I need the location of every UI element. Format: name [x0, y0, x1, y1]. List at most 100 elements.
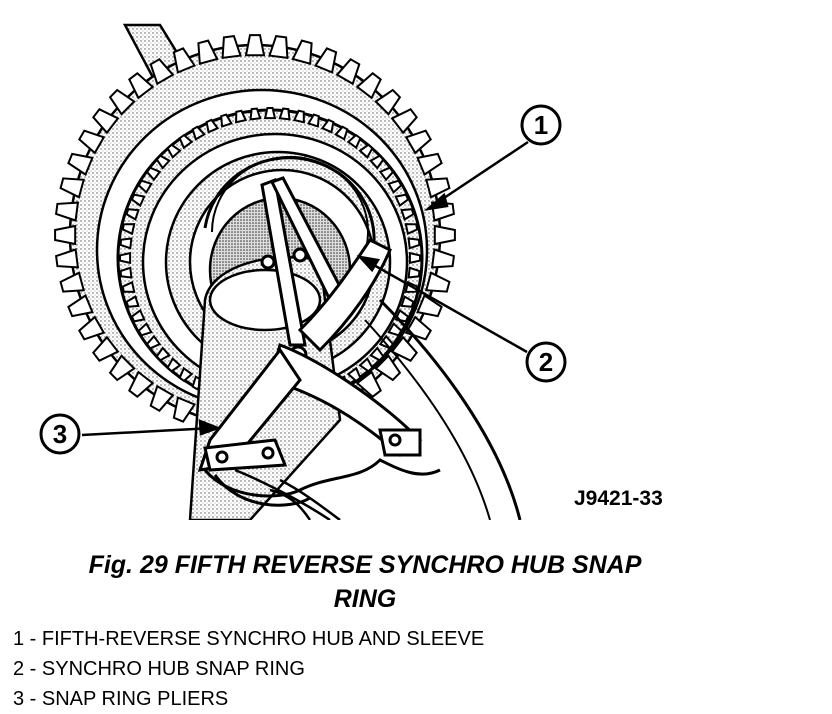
gear-tooth — [145, 334, 162, 350]
snap-ring-pliers — [197, 176, 441, 507]
gear-tooth — [155, 346, 171, 362]
gear-tooth — [78, 129, 106, 155]
gear-tooth — [130, 308, 146, 323]
gear-tooth — [335, 58, 361, 86]
gear-tooth — [394, 193, 410, 208]
gear-tooth — [378, 166, 395, 182]
gear-tooth — [166, 357, 182, 373]
gear-tooth — [358, 143, 374, 159]
callout-2-circle — [525, 341, 567, 383]
gear-tooth — [407, 266, 421, 279]
gear-tooth — [408, 251, 421, 265]
figure-id-label: J9421-33 — [574, 487, 663, 510]
gear-tooth — [425, 177, 451, 199]
callout-2-number: 2 — [539, 347, 553, 377]
callout-2-leader — [364, 258, 528, 354]
gear-tooth — [172, 47, 197, 74]
gear-tooth — [92, 108, 120, 135]
gear-tooth — [278, 107, 291, 121]
gear-tooth — [249, 107, 262, 121]
gear-tooth — [155, 154, 171, 170]
gear-tooth — [119, 237, 133, 250]
gear-tooth — [55, 201, 80, 222]
gear-tooth — [346, 133, 362, 150]
gear-tooth — [263, 107, 277, 120]
gear-tooth — [407, 237, 421, 250]
gear-tooth — [55, 248, 80, 269]
gear-tooth — [172, 396, 197, 423]
gear-tooth — [149, 384, 175, 412]
callout-3-leader — [81, 426, 214, 437]
gear-tooth — [244, 34, 266, 57]
gear-tooth — [108, 354, 136, 382]
gear-tooth — [390, 335, 418, 362]
gear-tooth — [358, 357, 374, 373]
gear-tooth — [145, 166, 162, 182]
legend-item-2: 2 - SYNCHRO HUB SNAP RING — [13, 658, 305, 680]
gear-tooth — [119, 251, 132, 265]
gear-tooth — [346, 366, 362, 383]
callout-3-number: 3 — [53, 419, 67, 449]
gear-tooth — [59, 271, 85, 293]
gear-tooth — [149, 58, 175, 86]
gear-tooth — [334, 125, 349, 141]
gear-tooth — [355, 72, 382, 100]
gear-tooth — [92, 335, 120, 362]
callout-1-circle — [520, 104, 562, 146]
gear-tooth — [374, 354, 402, 382]
gear-tooth — [191, 125, 206, 141]
callout-1-leader — [431, 140, 529, 208]
gear-tooth — [166, 143, 182, 159]
gear-tooth — [128, 72, 155, 100]
gear-tooth — [128, 370, 155, 398]
gear-tooth — [313, 47, 338, 74]
gear-tooth — [374, 88, 402, 116]
gear-tooth — [369, 346, 385, 362]
gear-tooth — [137, 179, 153, 194]
gear-tooth — [125, 208, 140, 221]
gear-tooth — [369, 154, 385, 170]
legend-item-1: 1 - FIFTH-REVERSE SYNCHRO HUB AND SLEEVE — [13, 628, 485, 650]
gear-tooth — [404, 129, 432, 155]
plier-handle-outer — [378, 298, 522, 520]
gear-tooth — [430, 248, 455, 269]
callout-1-number: 1 — [534, 110, 548, 140]
gear-tooth — [205, 118, 220, 134]
transmission-illustration: 1 2 3 — [39, 23, 567, 520]
gear-tooth — [400, 295, 415, 308]
gear-tooth — [119, 266, 133, 279]
gear-tooth — [268, 35, 289, 60]
gear-tooth — [67, 152, 94, 177]
gear-tooth — [221, 35, 242, 60]
gear-tooth — [400, 208, 415, 221]
figure-caption-line2: RING — [333, 585, 397, 613]
gear-tooth — [78, 315, 106, 341]
gear-tooth — [130, 193, 146, 208]
legend-item-3: 3 - SNAP RING PLIERS — [13, 688, 229, 710]
gear-tooth — [291, 39, 313, 65]
gear-tooth — [67, 293, 94, 318]
gear-tooth — [387, 322, 403, 337]
gear-tooth — [121, 223, 136, 236]
gear-tooth — [235, 109, 248, 124]
gear-tooth — [416, 293, 443, 318]
gear-tooth — [387, 179, 403, 194]
gear-tooth — [178, 133, 194, 150]
gear-tooth — [59, 177, 85, 199]
gear-tooth — [416, 152, 443, 177]
gear-tooth — [54, 224, 77, 246]
gear-tooth — [425, 271, 451, 293]
gear-tooth — [197, 39, 219, 65]
gear-tooth — [355, 370, 382, 398]
callout-legend: 1 - FIFTH-REVERSE SYNCHRO HUB AND SLEEVE… — [13, 624, 484, 714]
gear-tooth — [320, 118, 335, 134]
gear-tooth — [433, 224, 456, 246]
gear-tooth — [220, 113, 233, 128]
gear-tooth — [178, 366, 194, 383]
gear-tooth — [137, 322, 153, 337]
gear-tooth — [390, 108, 418, 135]
gear-tooth — [121, 280, 136, 293]
callout-3-circle — [39, 413, 81, 455]
figure-caption-line1: Fig. 29 FIFTH REVERSE SYNCHRO HUB SNAP — [88, 551, 642, 579]
gear-tooth — [125, 295, 140, 308]
